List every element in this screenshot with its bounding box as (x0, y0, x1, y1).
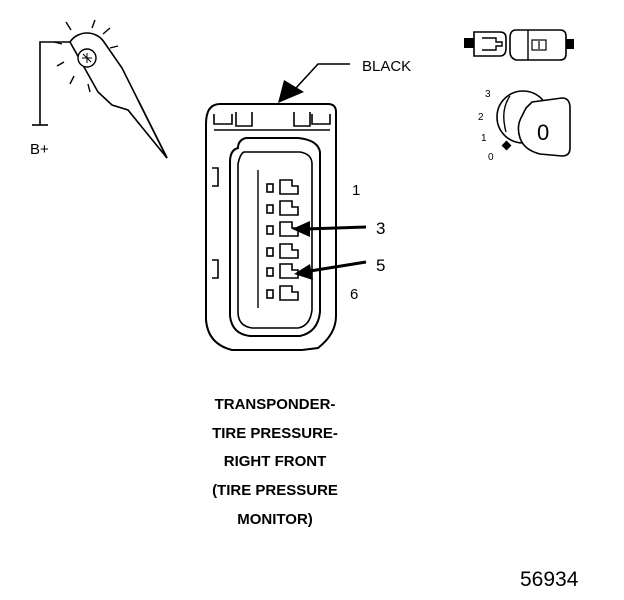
key-label: 0 (537, 120, 549, 145)
pin-label-6: 6 (350, 286, 358, 303)
caption-line-2: TIRE PRESSURE- (212, 425, 338, 442)
caption: TRANSPONDER- TIRE PRESSURE- RIGHT FRONT … (212, 396, 338, 528)
caption-line-3: RIGHT FRONT (224, 453, 327, 470)
disconnect-icon (464, 29, 574, 61)
ignition-position-0: 0 (488, 152, 494, 163)
figure-number: 56934 (520, 568, 579, 591)
wire-color-label: BLACK (362, 58, 411, 75)
ignition-position-3: 3 (485, 89, 491, 100)
cavity-5 (266, 263, 299, 279)
probe-label: B+ (30, 141, 49, 158)
pin-label-3: 3 (376, 219, 385, 238)
cavity-4 (266, 243, 299, 259)
pin-label-1: 1 (352, 182, 360, 199)
ignition-key-icon (496, 90, 571, 157)
pin-5-arrow (294, 260, 367, 280)
test-probe-icon (32, 19, 168, 159)
caption-line-4: (TIRE PRESSURE (212, 482, 338, 499)
caption-line-1: TRANSPONDER- (215, 396, 336, 413)
ignition-position-2: 2 (478, 112, 484, 123)
pin-label-5: 5 (376, 256, 385, 275)
ignition-position-1: 1 (481, 133, 487, 144)
cavity-1 (266, 179, 299, 195)
pin-3-arrow (292, 221, 367, 237)
cavity-2 (266, 200, 299, 216)
cavity-6 (266, 285, 299, 301)
wire-color-leader (278, 63, 350, 103)
caption-line-5: MONITOR) (237, 511, 313, 528)
pin-cavities (266, 179, 299, 301)
